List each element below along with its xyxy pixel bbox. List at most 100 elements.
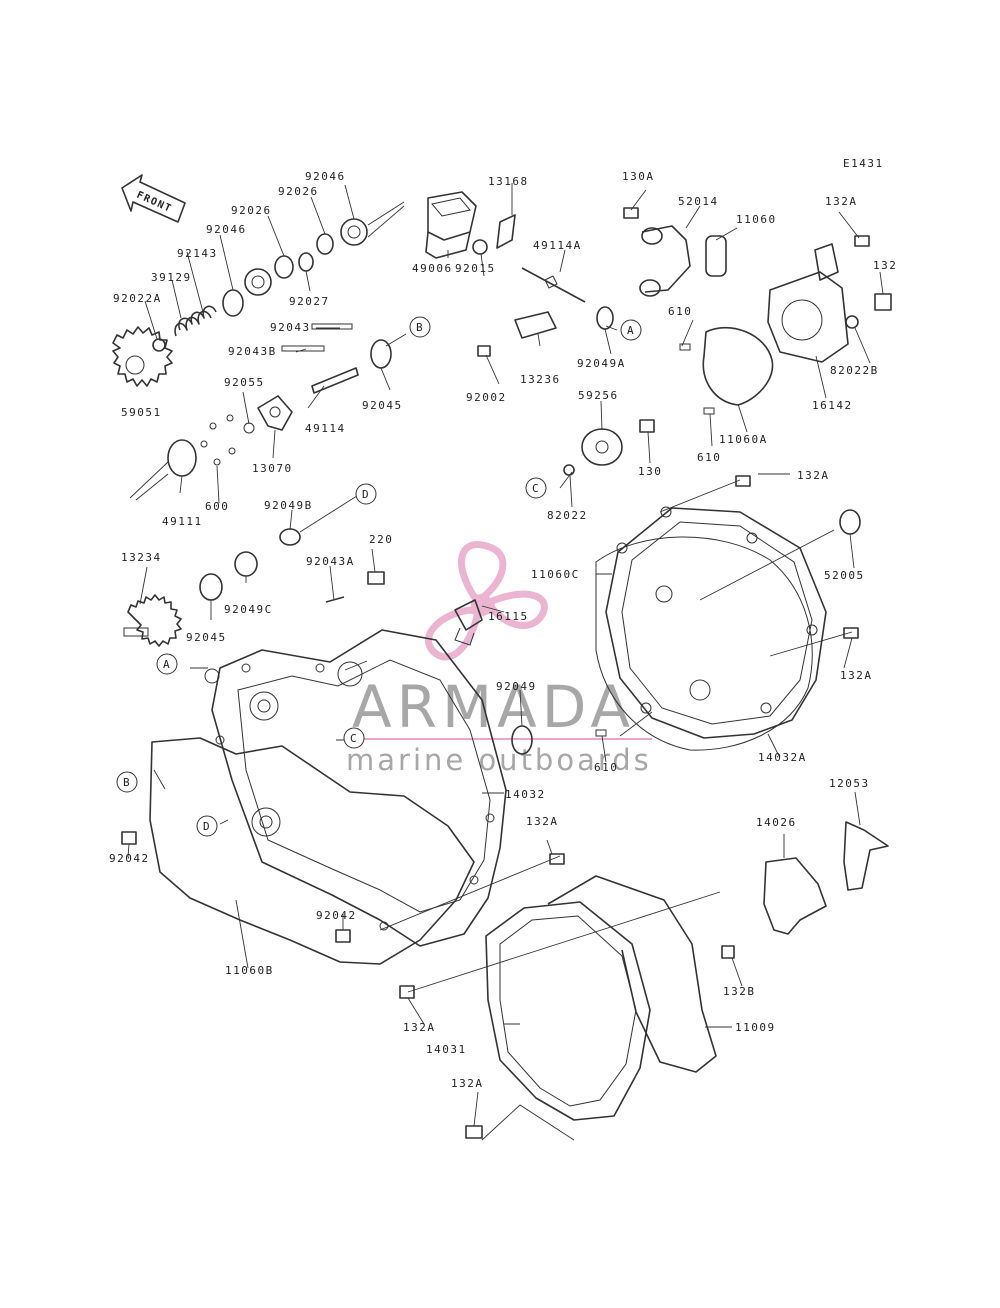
pin-92043 <box>311 323 353 330</box>
callout-D-top: D <box>362 488 370 501</box>
part-labels: 92046 92026 92026 92046 92143 39129 9202… <box>109 170 897 1090</box>
part-label: 92143 <box>177 247 218 260</box>
part-label: 92043A <box>306 555 355 568</box>
part-label: 92026 <box>278 185 319 198</box>
part-label: 130 <box>638 465 662 478</box>
part-label: 59051 <box>121 406 162 419</box>
washer-92143 <box>222 289 244 317</box>
gasket-11060C <box>595 536 813 751</box>
part-label: 92043B <box>228 345 277 358</box>
part-label: 14032A <box>758 751 807 764</box>
part-label: 610 <box>697 451 721 464</box>
part-label: 220 <box>369 533 393 546</box>
part-label: 16115 <box>488 610 529 623</box>
bolt-130A <box>623 207 639 219</box>
pin-92043A <box>325 596 345 603</box>
pipe-52014 <box>639 225 691 297</box>
part-label: 132A <box>526 815 559 828</box>
part-label: 11009 <box>735 1021 776 1034</box>
diagram-code: E1431 <box>843 157 884 170</box>
shaft-49114 <box>311 367 359 394</box>
part-label: 11060 <box>736 213 777 226</box>
bearing-92046 <box>244 268 272 296</box>
pin-610-c <box>595 729 607 737</box>
dowel-92042-b <box>335 929 351 943</box>
bolt-92002 <box>477 345 491 357</box>
callout-D-low: D <box>203 820 211 833</box>
gasket-11060A <box>702 327 774 406</box>
sprocket-59051 <box>112 326 173 387</box>
pump-cover-16142 <box>767 243 849 363</box>
seal-92049A <box>596 306 614 330</box>
part-label: 92049B <box>264 499 313 512</box>
callout-A-top: A <box>627 324 635 337</box>
shaft-49111 <box>129 439 197 501</box>
part-label: 49111 <box>162 515 203 528</box>
bearing-92046b <box>340 218 368 246</box>
front-arrow-icon: FRONT <box>121 174 186 223</box>
washer-92027 <box>298 252 314 272</box>
bolt-132A-bottom <box>465 1125 483 1139</box>
part-label: 92045 <box>186 631 227 644</box>
part-label: 13236 <box>520 373 561 386</box>
pump-body-49006 <box>425 191 477 259</box>
spring-39129 <box>174 305 217 337</box>
gasket-11009 <box>547 875 717 1073</box>
part-label: 92049A <box>577 357 626 370</box>
part-label: 92042 <box>316 909 357 922</box>
clutch-cover-14032A <box>605 506 827 739</box>
part-label: 92045 <box>362 399 403 412</box>
callout-B-low: B <box>123 776 131 789</box>
part-label: 11060A <box>719 433 768 446</box>
balls-600 <box>200 414 236 466</box>
part-label: 92022A <box>113 292 162 305</box>
part-label: 49006 <box>412 262 453 275</box>
part-label: 92026 <box>231 204 272 217</box>
seal-92045 <box>370 339 392 369</box>
part-label: 39129 <box>151 271 192 284</box>
plate-12053 <box>843 821 889 891</box>
part-label: 132A <box>797 469 830 482</box>
bolt-130 <box>639 419 655 433</box>
seal-92049B <box>279 528 301 546</box>
part-label: 52014 <box>678 195 719 208</box>
pin-92043B <box>281 345 325 352</box>
ignition-cover-14031 <box>485 901 651 1121</box>
part-label: 82022B <box>830 364 879 377</box>
part-label: 49114A <box>533 239 582 252</box>
part-label: 49114 <box>305 422 346 435</box>
part-label: 11060C <box>531 568 580 581</box>
leader-lines <box>127 183 884 1141</box>
callout-C-low: C <box>350 732 358 745</box>
seal-52005 <box>839 509 861 535</box>
callout-C-top: C <box>532 482 540 495</box>
gasket-11060 <box>705 235 727 277</box>
callout-B-top: B <box>416 321 424 334</box>
part-label: 14026 <box>756 816 797 829</box>
gear-13234 <box>123 594 182 647</box>
washer-82022 <box>563 464 575 476</box>
part-label: 13234 <box>121 551 162 564</box>
part-label: 92043 <box>270 321 311 334</box>
part-label: 92046 <box>305 170 346 183</box>
callouts: B A D C A C B D <box>116 316 642 837</box>
pin-610-b <box>703 407 715 415</box>
impeller-59256 <box>581 428 623 466</box>
bolt-132B <box>721 945 735 959</box>
part-label: 82022 <box>547 509 588 522</box>
part-label: 132B <box>723 985 756 998</box>
drain-plug-16115 <box>454 599 483 646</box>
impeller-13070 <box>257 395 293 431</box>
part-label: 132A <box>403 1021 436 1034</box>
part-label: 12053 <box>829 777 870 790</box>
bolt-92015 <box>472 239 488 255</box>
part-label: 52005 <box>824 569 865 582</box>
part-label: 600 <box>205 500 229 513</box>
bolt-132A-top <box>854 235 870 247</box>
part-label: 92027 <box>289 295 330 308</box>
pin-610-a <box>679 343 691 351</box>
washer-92026b <box>316 233 334 255</box>
part-label: 132 <box>873 259 897 272</box>
part-label: 14031 <box>426 1043 467 1056</box>
